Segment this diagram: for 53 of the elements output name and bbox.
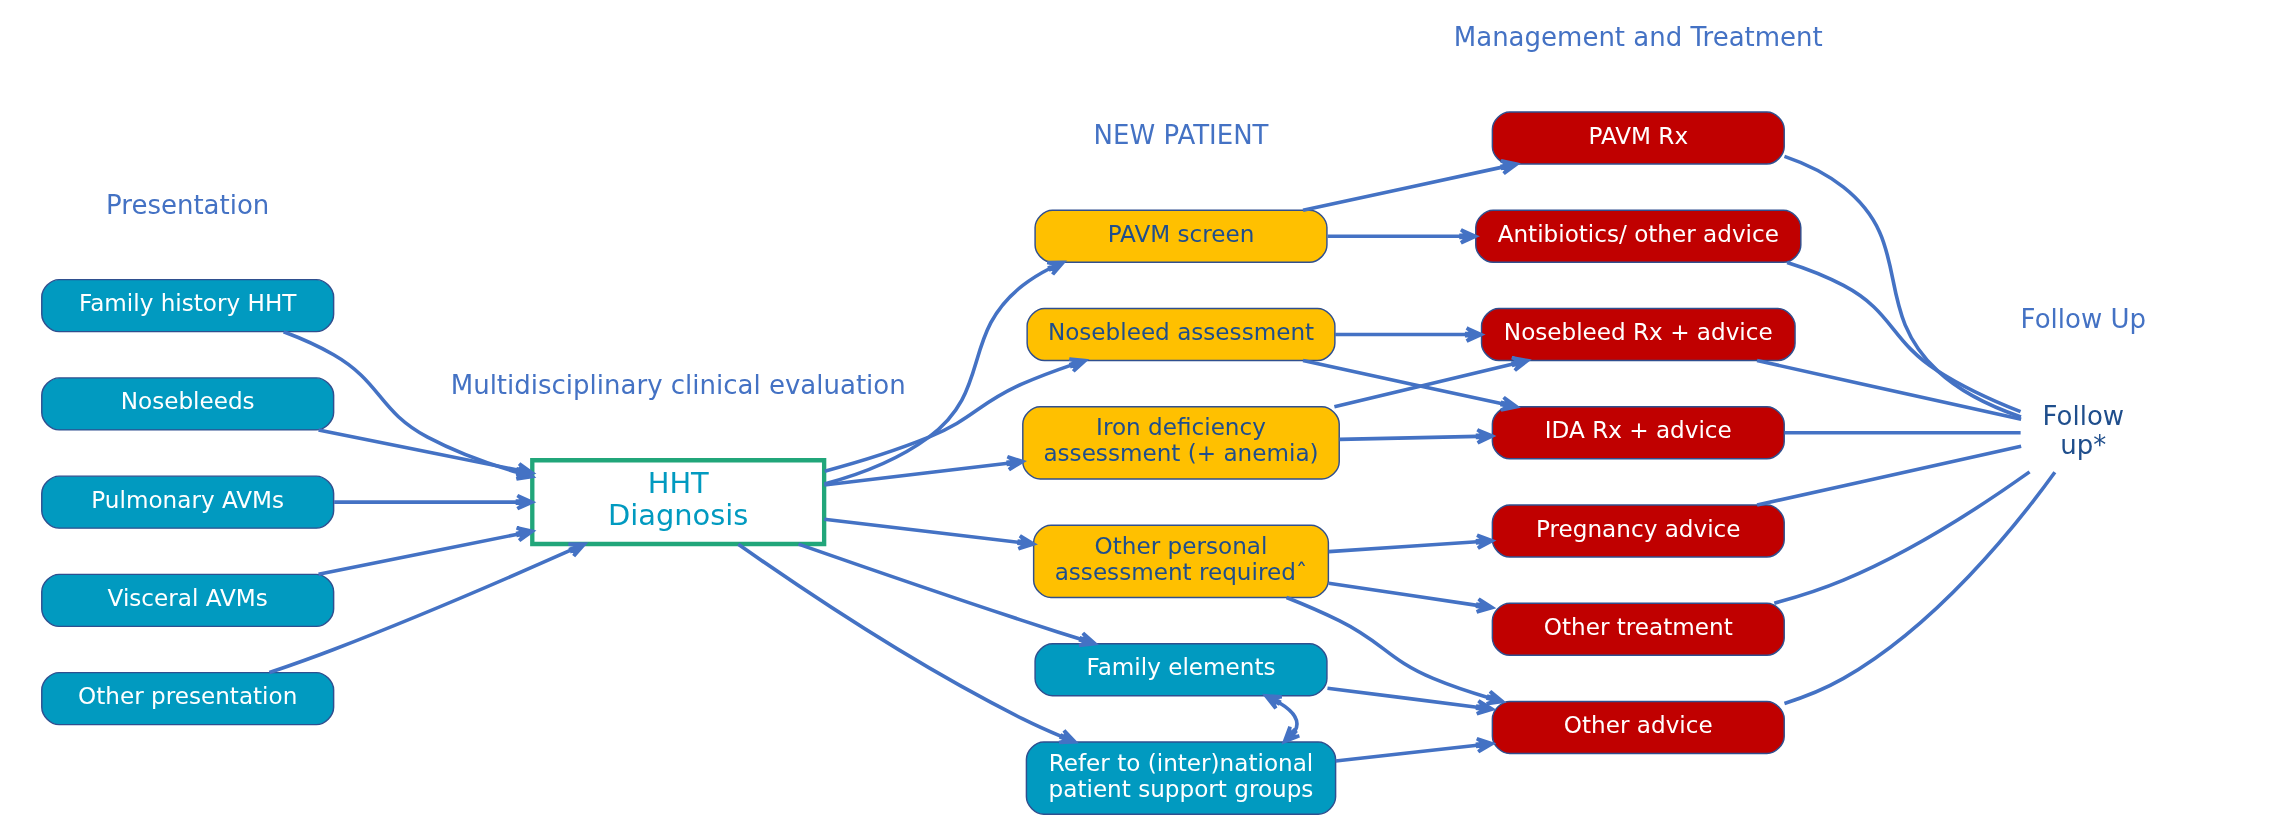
node-box: Other treatment	[1491, 602, 1785, 656]
node-box: Nosebleeds	[40, 377, 334, 431]
arrow	[823, 454, 1024, 487]
node-box: PAVM Rx	[1491, 111, 1785, 165]
arrow	[1333, 355, 1529, 409]
label: NEW PATIENT	[1093, 120, 1268, 151]
node-box: IDA Rx + advice	[1491, 406, 1785, 460]
node-box: Nosebleed assessment	[1025, 307, 1336, 362]
arrow	[823, 260, 1065, 486]
node-box: Visceral AVMs	[40, 573, 334, 628]
arrow	[1285, 595, 1504, 706]
connector	[1783, 471, 2056, 706]
node-box: Family elements	[1033, 643, 1328, 697]
connector	[1756, 444, 2022, 507]
node-box: Other presentation	[40, 671, 334, 726]
node-box: HHT Diagnosis	[529, 458, 826, 547]
connector	[1786, 260, 2021, 414]
label: Management and Treatment	[1453, 22, 1823, 53]
node-box: Pulmonary AVMs	[40, 475, 334, 529]
arrow	[1302, 358, 1518, 412]
arrow	[317, 525, 534, 577]
label: Multidisciplinary clinical evaluation	[450, 370, 906, 401]
node-box: Other advice	[1491, 700, 1785, 755]
arrow	[333, 493, 534, 511]
connector	[1784, 430, 2021, 435]
label: Presentation	[105, 189, 269, 220]
node-box: Refer to (inter)national patient support groups	[1025, 741, 1336, 815]
arrow	[1338, 428, 1494, 445]
node-box: PAVM screen	[1033, 209, 1328, 264]
arrow	[797, 542, 1097, 648]
arrow	[823, 357, 1087, 473]
arrow	[1326, 686, 1494, 716]
label: Follow Up	[2020, 303, 2146, 334]
node-box: Other personal assessment requiredˆ	[1032, 524, 1329, 599]
arrow	[268, 542, 586, 675]
node-text: Follow up*	[2042, 400, 2124, 460]
node-box: Family history HHT	[40, 278, 334, 333]
node-box: Pregnancy advice	[1491, 504, 1785, 558]
arrow	[736, 542, 1077, 745]
node-box: Nosebleed Rx + advice	[1480, 307, 1796, 362]
arrow	[1302, 158, 1518, 212]
connector	[1783, 154, 2022, 419]
connector	[1773, 470, 2031, 605]
connector	[1756, 358, 2022, 422]
arrow	[1334, 736, 1494, 763]
arrow	[1326, 228, 1477, 245]
node-box: Iron deficiency assessment (+ anemia)	[1021, 406, 1340, 480]
node-box: Antibiotics/ other advice	[1474, 209, 1802, 264]
arrow	[1263, 694, 1301, 744]
arrow	[1328, 533, 1494, 554]
arrow	[1327, 581, 1494, 614]
arrow	[823, 517, 1035, 551]
arrow	[1334, 326, 1483, 343]
